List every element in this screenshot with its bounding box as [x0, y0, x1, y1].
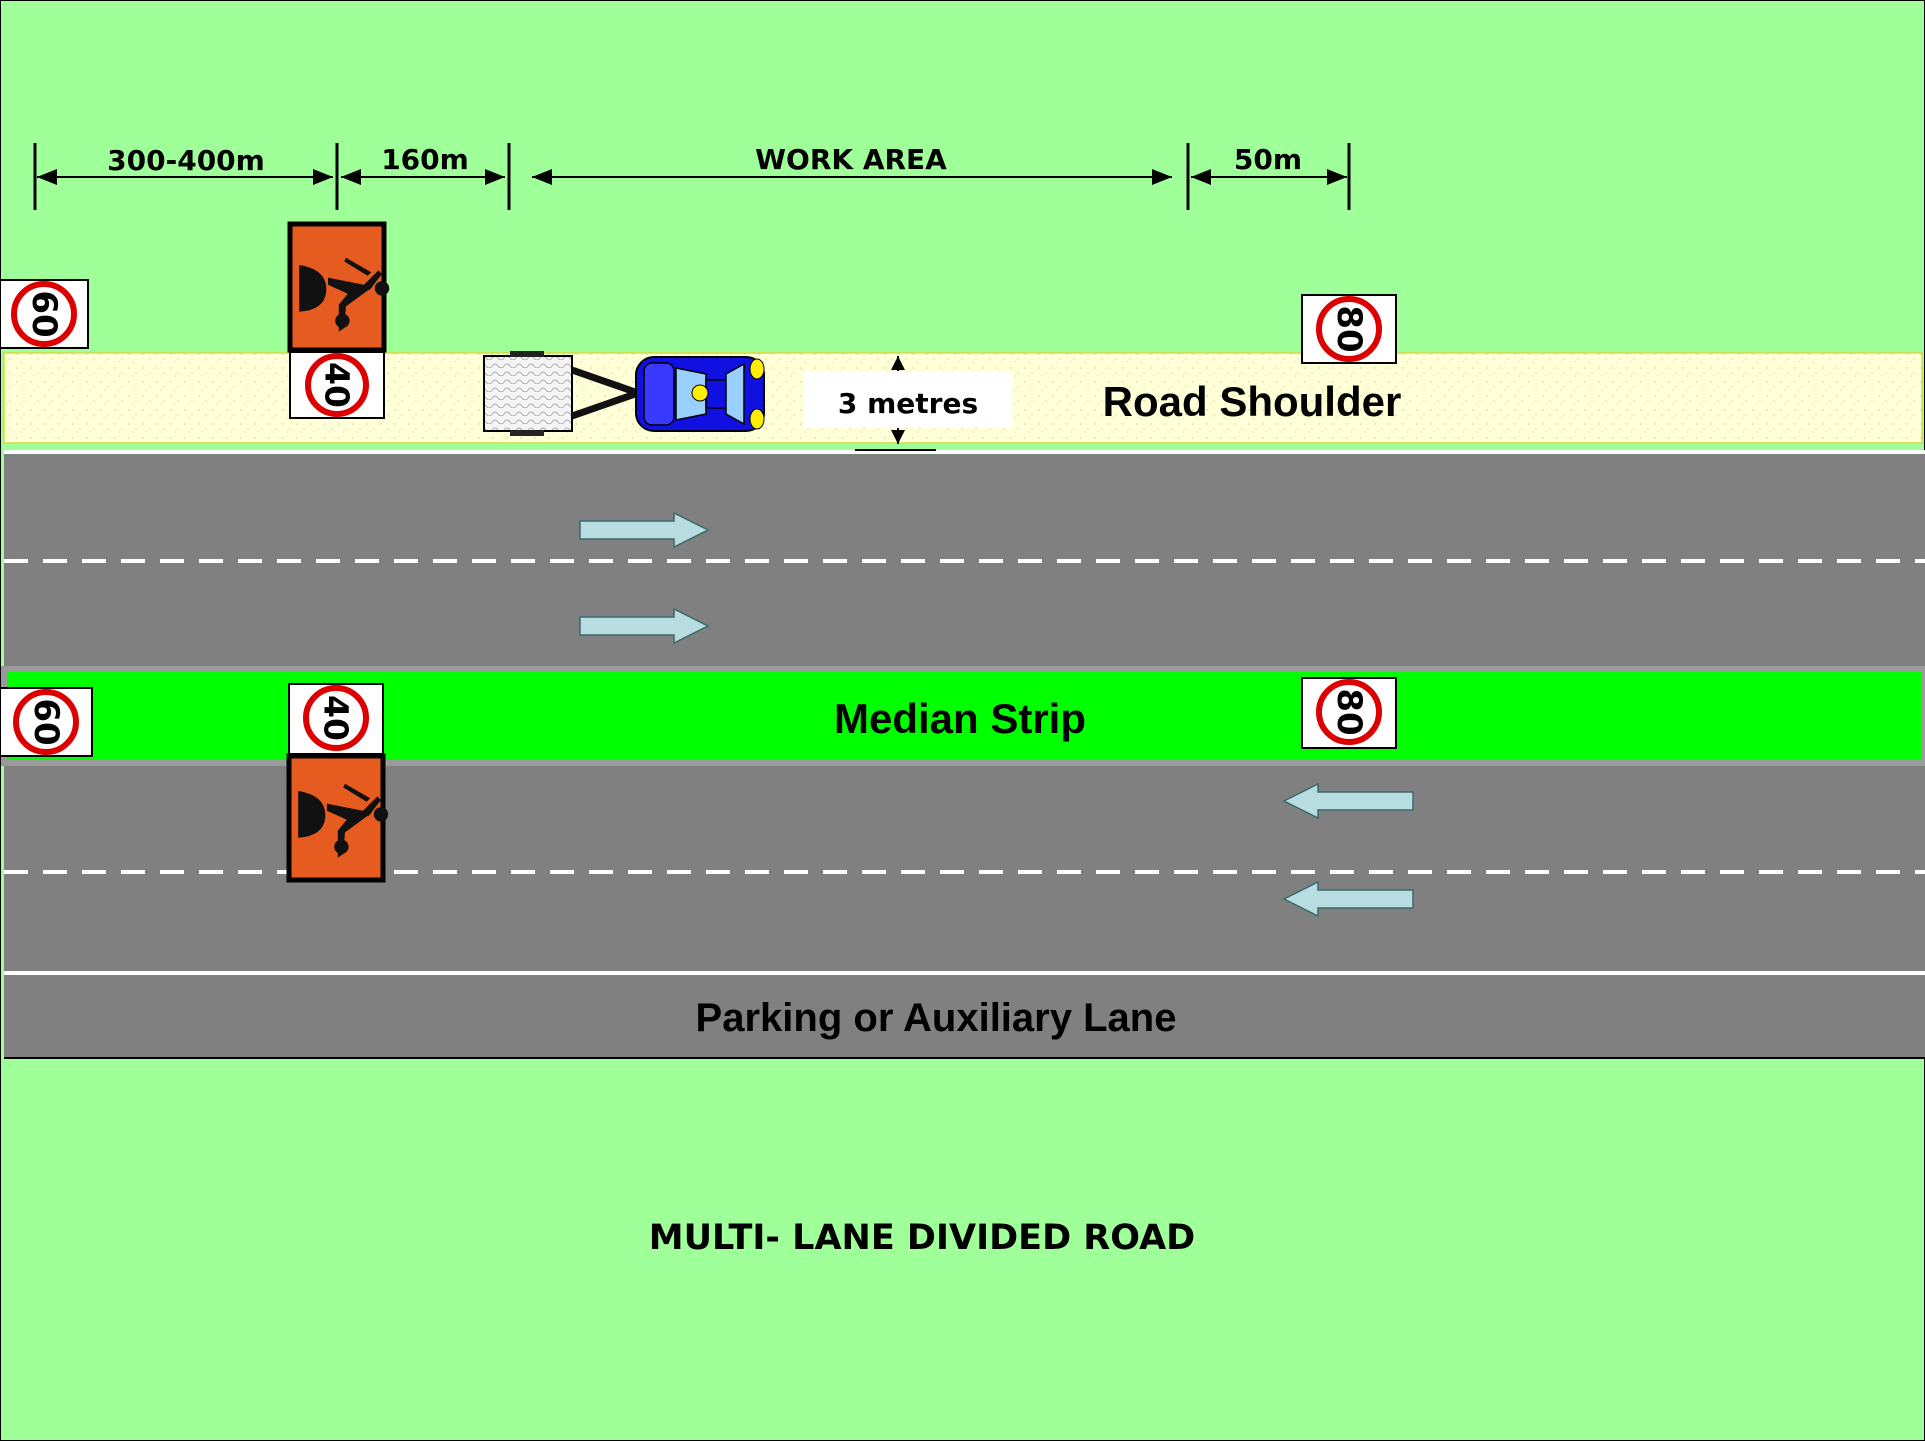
median-strip-label: Median Strip	[834, 695, 1086, 742]
parking-lane	[4, 975, 1925, 1057]
speed-sign-40-median: 40	[288, 683, 384, 755]
traffic-arrow-left-1	[1282, 782, 1414, 820]
speed-sign-80-median: 80	[1301, 677, 1397, 749]
work-trailer	[483, 351, 649, 436]
diagram-caption: MULTI- LANE DIVIDED ROAD	[649, 1218, 1195, 1258]
svg-text:80: 80	[1329, 305, 1369, 352]
tow-vehicle	[635, 356, 765, 432]
approach-distance-label: 300-400m	[107, 144, 265, 177]
svg-text:40: 40	[318, 362, 357, 408]
svg-text:60: 60	[24, 290, 64, 337]
roadworker-sign-icon-median	[286, 753, 389, 883]
traffic-arrow-left-2	[1282, 880, 1414, 918]
speed-sign-60-upper: 60	[0, 279, 89, 349]
traffic-arrow-right-2	[579, 607, 710, 645]
svg-text:80: 80	[1329, 688, 1369, 735]
svg-text:60: 60	[26, 698, 66, 745]
traffic-arrow-right-1	[579, 511, 710, 549]
termination-distance-label: 50m	[1234, 143, 1302, 176]
taper-distance-label: 160m	[381, 143, 469, 176]
shoulder-width-label: 3 metres	[838, 387, 978, 420]
roadworker-sign-icon	[287, 221, 390, 353]
svg-text:40: 40	[317, 695, 356, 741]
speed-sign-60-median: 60	[0, 687, 93, 757]
work-area-label: WORK AREA	[755, 143, 947, 176]
parking-lane-label: Parking or Auxiliary Lane	[696, 996, 1177, 1040]
road-shoulder-label: Road Shoulder	[1103, 378, 1402, 425]
speed-sign-80-upper: 80	[1301, 294, 1397, 364]
speed-sign-40-upper: 40	[289, 351, 385, 419]
shoulder-width-marker	[804, 356, 1012, 451]
measurement-bar	[33, 143, 1351, 210]
